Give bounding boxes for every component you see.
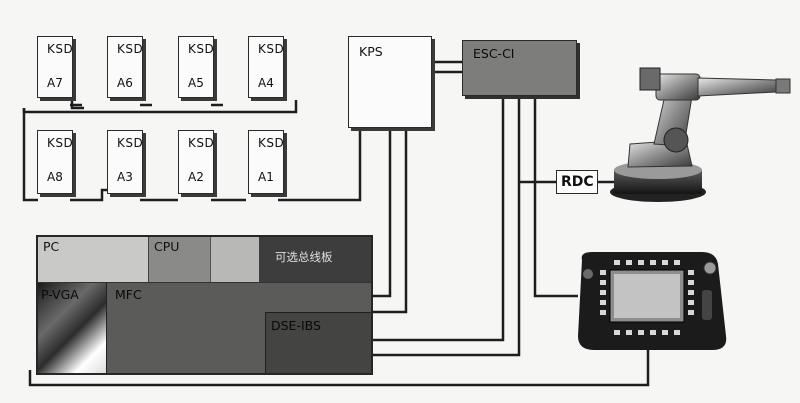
ksd-title: KSD	[188, 136, 215, 150]
ksd-title: KSD	[258, 42, 285, 56]
esc-line-1	[372, 96, 505, 342]
bus-board-label: 可选总线板	[275, 250, 333, 264]
vga-card: P-VGA	[37, 282, 107, 374]
ksd-title: KSD	[188, 42, 215, 56]
esc-ci-label: ESC-CI	[473, 46, 515, 61]
ksd-unit-a6: KSD A6	[107, 36, 143, 98]
ksd-unit-a2: KSD A2	[178, 130, 214, 194]
rdc-box: RDC	[556, 170, 598, 194]
robot-arm-icon	[610, 67, 791, 202]
esc-ci-module: ESC-CI	[462, 40, 577, 96]
ksd-title: KSD	[47, 42, 74, 56]
ksd-chain-top	[70, 98, 223, 110]
ksd-unit-a8: KSD A8	[37, 130, 73, 194]
ksd-axis-label: A6	[117, 76, 133, 90]
esc-line-2	[372, 96, 521, 357]
kps-power-supply: KPS	[348, 36, 432, 128]
ksd-chain-left	[22, 108, 108, 202]
ksd-title: KSD	[117, 42, 144, 56]
rdc-label: RDC	[561, 174, 594, 190]
ksd-unit-a7: KSD A7	[37, 36, 73, 98]
ksd-to-top-row	[22, 100, 298, 114]
pc-label: PC	[43, 239, 60, 254]
ksd-title: KSD	[258, 136, 285, 150]
vga-label: P-VGA	[41, 287, 79, 302]
pendant-cable	[28, 345, 650, 387]
ksd-unit-a4: KSD A4	[248, 36, 284, 98]
ksd-axis-label: A4	[258, 76, 274, 90]
ksd-unit-a1: KSD A1	[248, 130, 284, 194]
ksd-axis-label: A3	[117, 170, 133, 184]
cpu-module: CPU	[148, 236, 210, 282]
ksd-axis-label: A2	[188, 170, 204, 184]
pc-module: PC	[37, 236, 149, 282]
esc-line-3	[533, 96, 578, 298]
kps-esc-link	[432, 60, 462, 74]
empty-slot	[210, 236, 259, 282]
dse-ibs-label: DSE-IBS	[271, 318, 321, 333]
ksd-axis-label: A1	[258, 170, 274, 184]
ksd-unit-a3: KSD A3	[107, 130, 143, 194]
ksd-axis-label: A5	[188, 76, 204, 90]
ksd-chain-bottom	[140, 128, 362, 202]
kps-label: KPS	[359, 44, 383, 59]
ksd-axis-label: A8	[47, 170, 63, 184]
mfc-label: MFC	[115, 287, 142, 302]
ksd-unit-a5: KSD A5	[178, 36, 214, 98]
dse-ibs-board: DSE-IBS	[265, 312, 372, 374]
ksd-title: KSD	[47, 136, 74, 150]
kps-power-line-1	[372, 128, 392, 298]
ksd-title: KSD	[117, 136, 144, 150]
teach-pendant-icon	[578, 252, 727, 350]
optional-bus-board: 可选总线板	[259, 236, 372, 282]
cpu-label: CPU	[154, 239, 180, 254]
ksd-axis-label: A7	[47, 76, 63, 90]
kps-power-line-2	[372, 128, 408, 314]
